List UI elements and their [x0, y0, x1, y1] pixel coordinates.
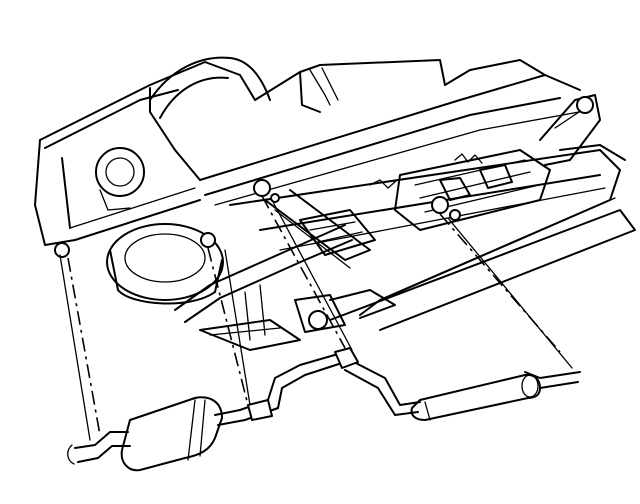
hanger-insulator-rear [54, 242, 70, 258]
muffler [120, 396, 279, 472]
exhaust-system [67, 347, 581, 472]
rear-axle [174, 224, 396, 351]
hanger-insulator-axle [200, 232, 216, 248]
hanger-insulator-front [431, 196, 449, 214]
fuel-tank [106, 223, 224, 305]
resonator [410, 373, 541, 421]
tailpipe [67, 431, 131, 465]
floor-pan [229, 94, 636, 331]
alignment-lines [59, 195, 573, 441]
hanger-insulator-mid [253, 179, 271, 197]
vehicle-body [34, 56, 591, 246]
hanger-insulators [54, 179, 461, 258]
